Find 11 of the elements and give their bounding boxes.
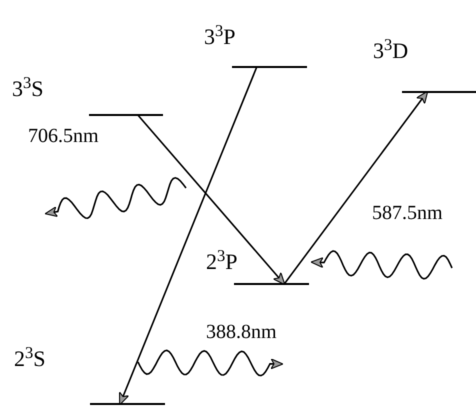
level-label: 2$^{3}$S [14,348,46,370]
level-label: 3$^{3}$D [373,40,408,62]
transition-arrow [284,90,428,284]
transition-arrow [137,114,286,286]
level-label: 2$^{3}$P [206,251,238,273]
wavelength-label: 706.5nm [28,126,99,146]
wavelength-label: 388.8nm [206,322,277,342]
wavelength-label: 587.5nm [372,203,443,223]
level-label: 3$^{3}$P [204,26,236,48]
transition-arrow [119,66,258,406]
level-label: 3$^{3}$S [12,78,44,100]
